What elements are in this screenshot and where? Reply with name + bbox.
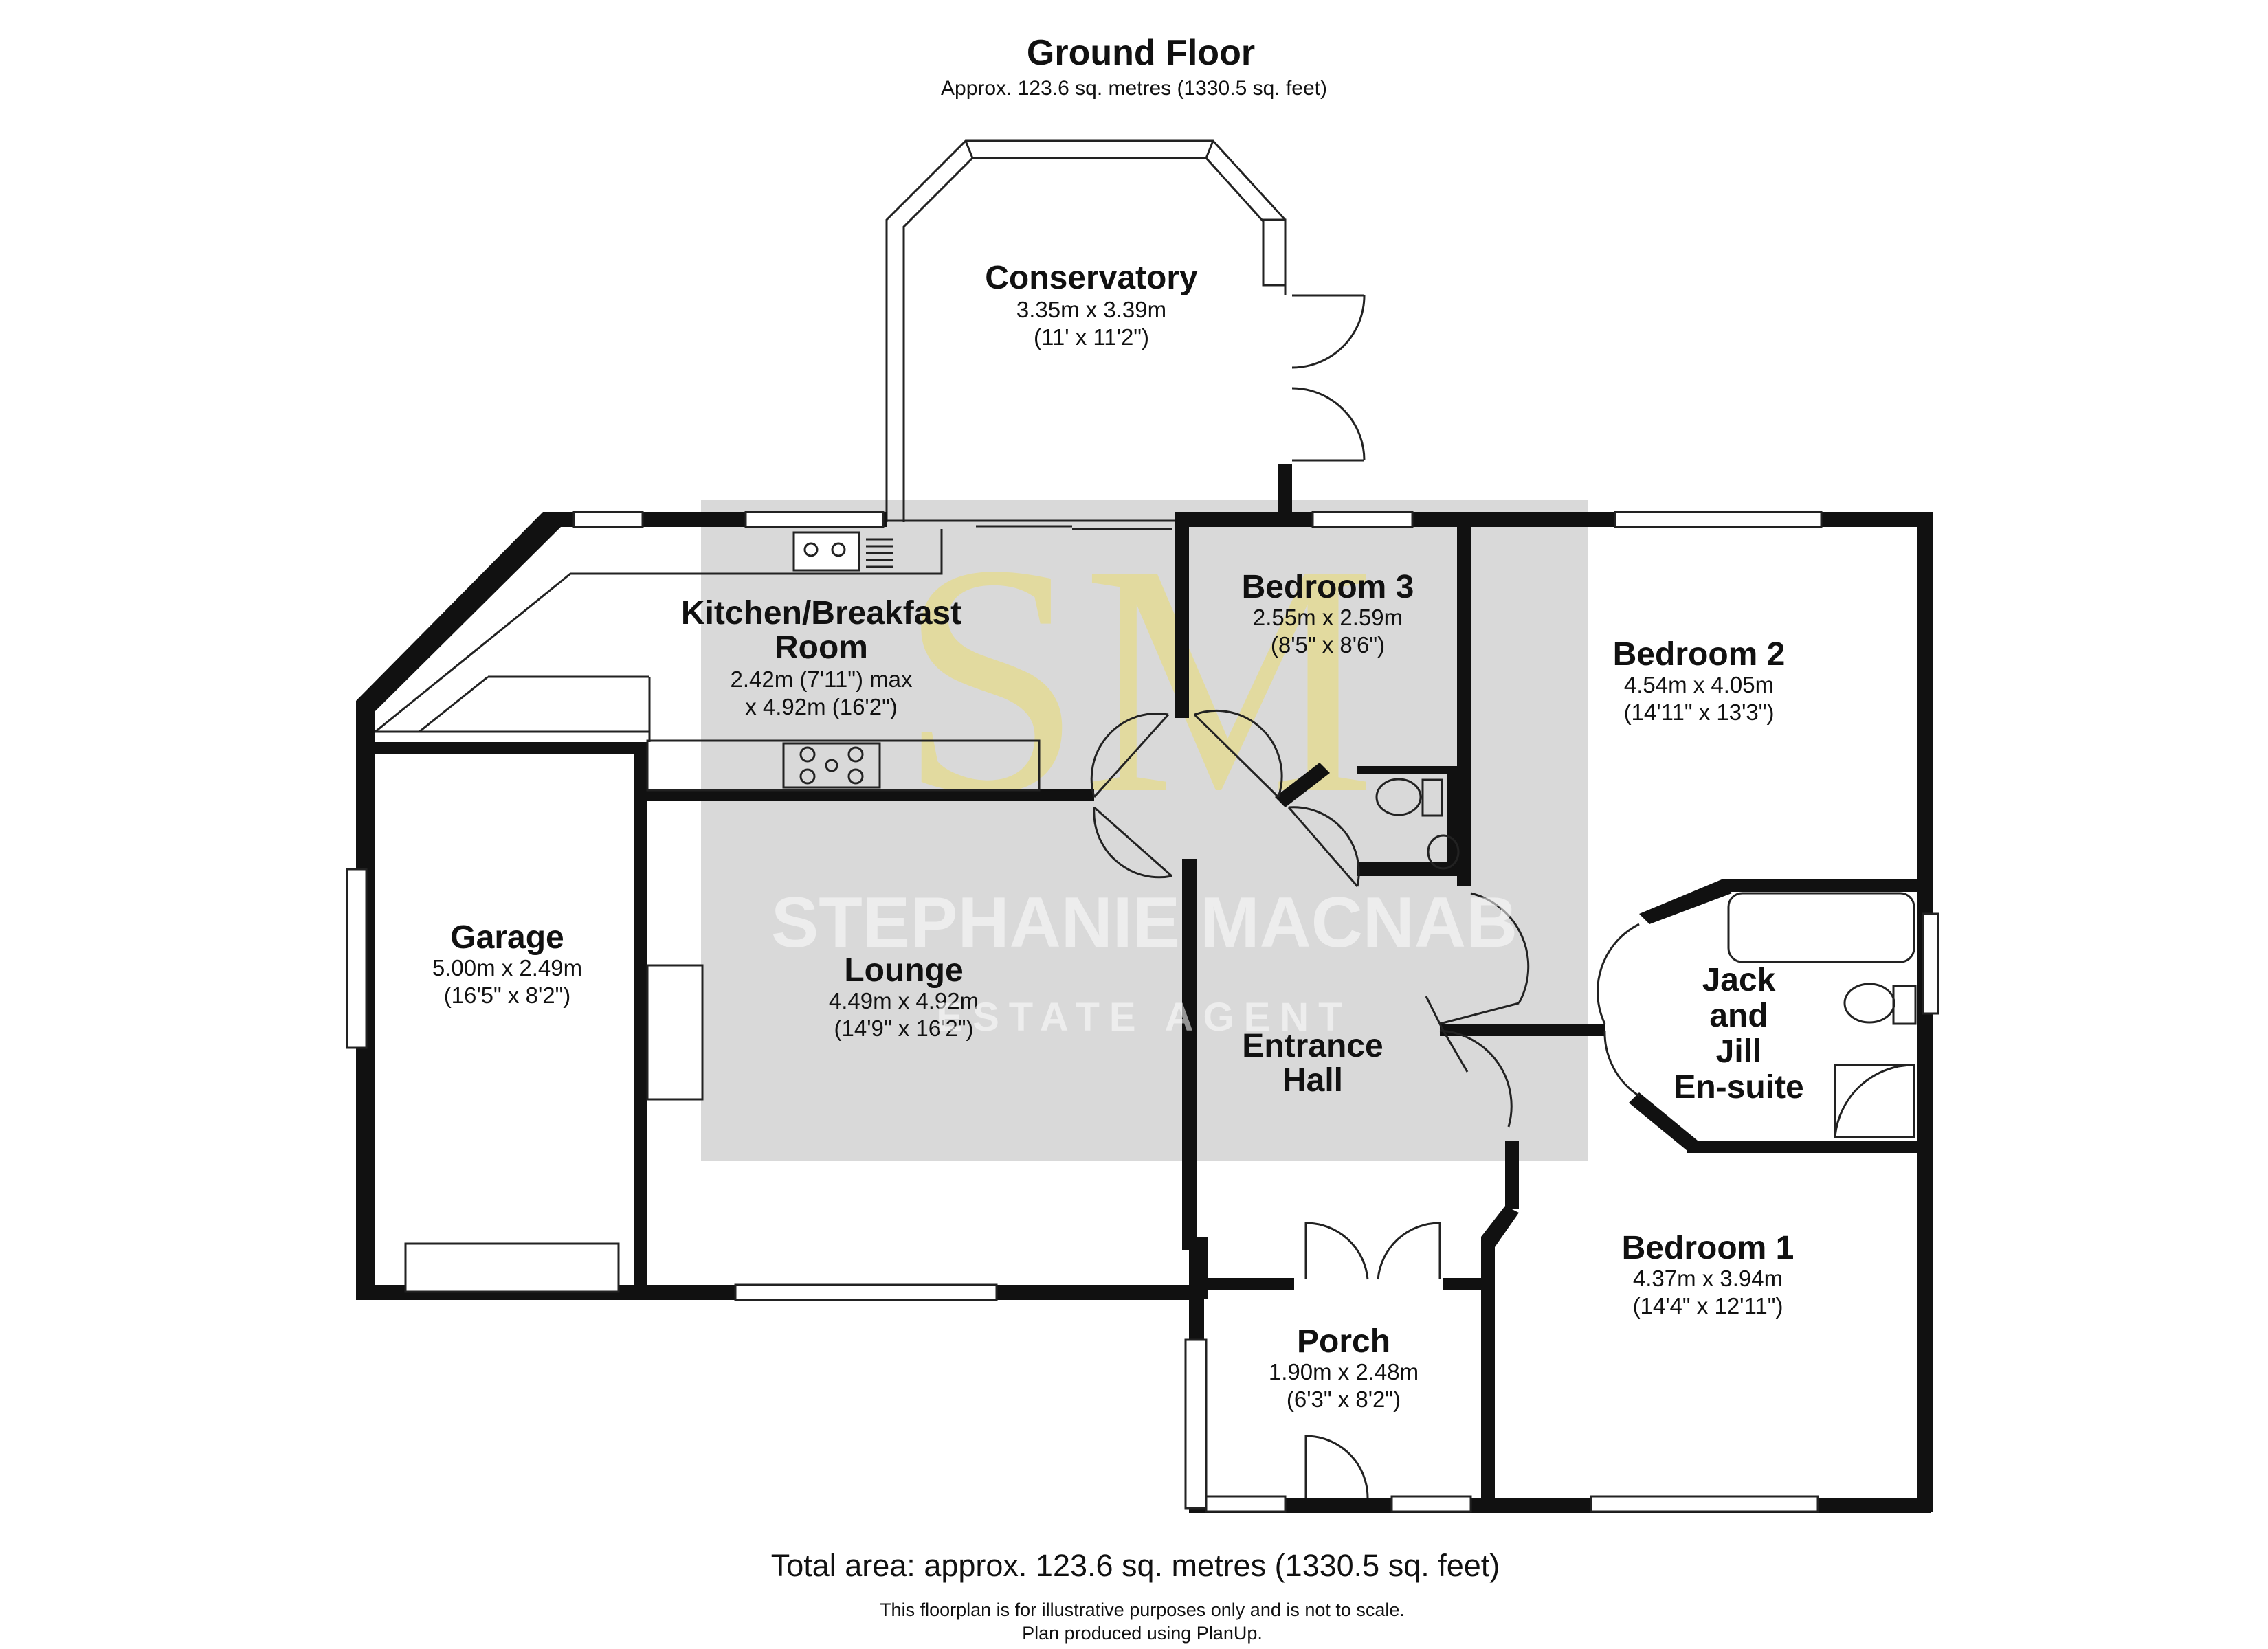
watermark-name: STEPHANIE MACNAB: [771, 883, 1517, 963]
total-area: Total area: approx. 123.6 sq. metres (13…: [771, 1548, 1500, 1583]
window: [1614, 511, 1823, 528]
room-dimension: 2.42m (7'11") max: [731, 666, 913, 692]
room-label: Bedroom 3: [1242, 569, 1414, 605]
bathroom-fixtures: [1375, 778, 1917, 1138]
toilet-icon: [1843, 983, 1895, 1024]
watermark-panel: [701, 500, 1588, 1161]
room-label: Porch: [1297, 1323, 1390, 1360]
room-lounge: Lounge 4.49m x 4.92m (14'9" x 16'2"): [829, 952, 979, 1041]
interior-walls: [346, 526, 1921, 1513]
watermark-monogram: SM: [899, 496, 1376, 862]
room-dimension: 1.90m x 2.48m: [1269, 1359, 1419, 1384]
room-bedroom-3: Bedroom 3 2.55m x 2.59m (8'5" x 8'6"): [1242, 569, 1414, 658]
room-dimension: 4.49m x 4.92m: [829, 988, 979, 1013]
window: [1311, 511, 1414, 528]
room-label: Hall: [1282, 1062, 1343, 1099]
room-entrance-hall: Entrance Hall: [1242, 1028, 1383, 1099]
room-dimension: (16'5" x 8'2"): [444, 983, 571, 1008]
room-dimension: 3.35m x 3.39m: [1016, 297, 1166, 322]
room-label: Garage: [450, 919, 564, 956]
room-label: Lounge: [844, 952, 963, 989]
room-kitchen: Kitchen/Breakfast Room 2.42m (7'11") max…: [681, 595, 961, 719]
floor-title: Ground Floor: [1027, 33, 1255, 73]
watermark-tagline: ESTATE AGENT: [936, 995, 1352, 1040]
window: [572, 511, 644, 528]
room-label: Entrance: [1242, 1028, 1383, 1064]
room-label: Room: [775, 629, 868, 666]
basin-icon: [1427, 834, 1460, 870]
room-dimension: x 4.92m (16'2"): [745, 694, 898, 719]
room-porch: Porch 1.90m x 2.48m (6'3" x 8'2"): [1269, 1323, 1419, 1412]
room-label: Jack: [1702, 962, 1776, 998]
room-dimension: (8'5" x 8'6"): [1271, 632, 1385, 658]
toilet-icon: [1375, 778, 1422, 816]
room-dimension: (14'11" x 13'3"): [1624, 699, 1775, 725]
room-dimension: 4.54m x 4.05m: [1624, 672, 1774, 697]
room-conservatory: Conservatory 3.35m x 3.39m (11' x 11'2"): [985, 260, 1198, 350]
bath-icon: [1727, 892, 1915, 963]
room-label: Bedroom 1: [1622, 1230, 1794, 1266]
room-dimension: 5.00m x 2.49m: [432, 955, 582, 980]
room-label: Jill: [1716, 1033, 1762, 1070]
conservatory-outline: [885, 139, 1366, 522]
room-label: Kitchen/Breakfast: [681, 595, 961, 631]
interior-doors: [1090, 709, 1640, 1499]
drainer-icon: [866, 538, 893, 568]
room-garage: Garage 5.00m x 2.49m (16'5" x 8'2"): [432, 919, 582, 1008]
room-dimension: 2.55m x 2.59m: [1253, 605, 1403, 630]
room-bedroom-2: Bedroom 2 4.54m x 4.05m (14'11" x 13'3"): [1613, 636, 1786, 725]
room-label: Bedroom 2: [1613, 636, 1786, 673]
kitchen-counters: [375, 529, 1041, 792]
room-dimension: (11' x 11'2"): [1034, 324, 1149, 350]
hob-icon: [782, 742, 881, 789]
floor-area: Approx. 123.6 sq. metres (1330.5 sq. fee…: [941, 77, 1327, 100]
room-dimension: (14'9" x 16'2"): [834, 1016, 974, 1041]
room-bedroom-1: Bedroom 1 4.37m x 3.94m (14'4" x 12'11"): [1622, 1230, 1794, 1319]
room-label: En-suite: [1674, 1069, 1803, 1106]
room-dimension: (14'4" x 12'11"): [1633, 1293, 1783, 1319]
room-label: Conservatory: [985, 260, 1198, 296]
room-dimension: (6'3" x 8'2"): [1287, 1387, 1401, 1412]
room-label: and: [1709, 998, 1768, 1034]
shower-icon: [1834, 1064, 1915, 1138]
window: [744, 511, 885, 528]
disclaimer: This floorplan is for illustrative purpo…: [880, 1600, 1405, 1620]
room-ensuite: Jack and Jill En-suite: [1674, 962, 1803, 1106]
planup-credit: Plan produced using PlanUp.: [1022, 1623, 1263, 1644]
room-dimension: 4.37m x 3.94m: [1633, 1266, 1783, 1291]
